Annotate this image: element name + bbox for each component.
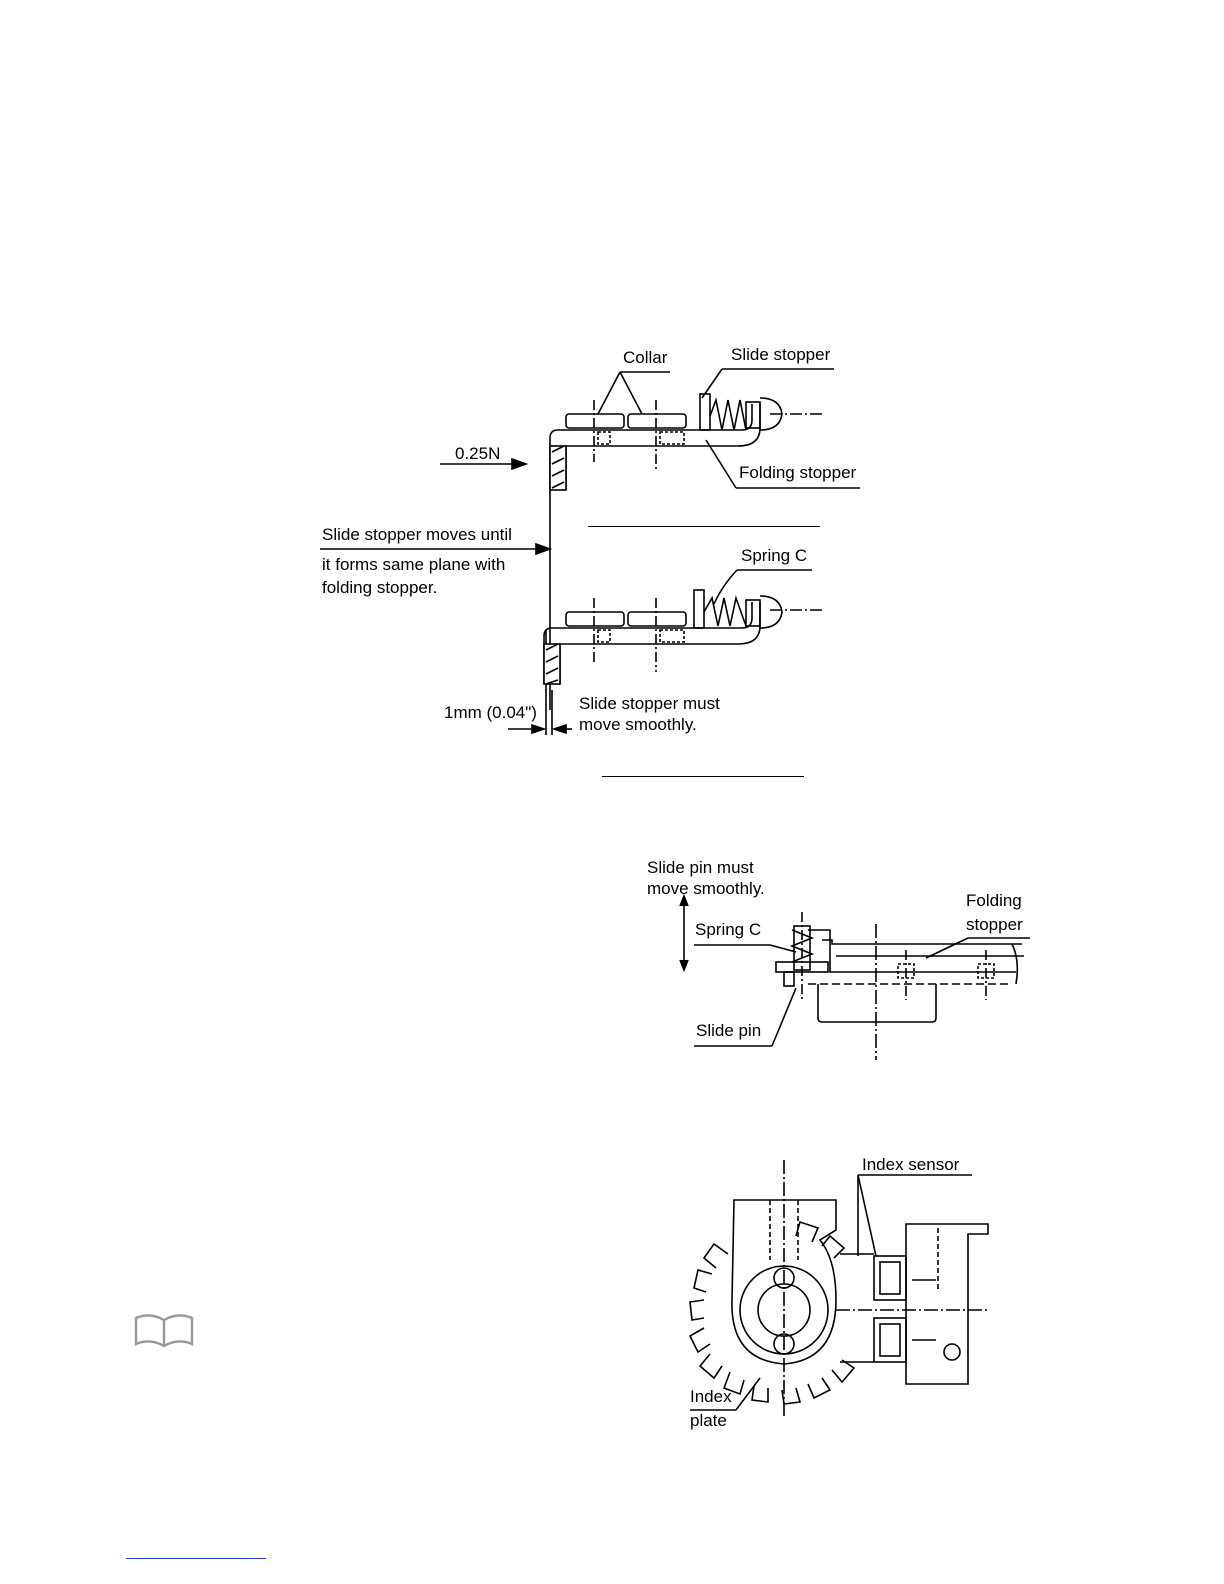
index-plate-label-line1: Index [690, 1386, 732, 1408]
gap-dimension-label: 1mm (0.04") [444, 702, 537, 724]
separator-rule [602, 776, 804, 777]
slide-note-line2: it forms same plane with [322, 554, 505, 576]
collar-label: Collar [623, 347, 667, 369]
index-plate-diagram [690, 1160, 990, 1416]
smooth-note-line2: move smoothly. [579, 714, 697, 736]
slide-stopper-label: Slide stopper [731, 344, 830, 366]
slide-note-line3: folding stopper. [322, 577, 437, 599]
spring-c-label: Spring C [741, 545, 807, 567]
footer-rule [126, 1558, 266, 1559]
separator-rule [588, 526, 820, 527]
spring-c-label: Spring C [695, 919, 761, 941]
index-plate-label-line2: plate [690, 1410, 727, 1432]
slide-pin-note-line2: move smoothly. [647, 878, 765, 900]
folding-stopper-label: Folding stopper [739, 462, 856, 484]
force-label: 0.25N [455, 443, 500, 465]
slide-pin-label: Slide pin [696, 1020, 761, 1042]
smooth-note-line1: Slide stopper must [579, 693, 720, 715]
index-sensor-label: Index sensor [862, 1154, 959, 1176]
folding-stopper-label-line1: Folding [966, 890, 1022, 912]
slide-pin-note-line1: Slide pin must [647, 857, 754, 879]
slide-note-line1: Slide stopper moves until [322, 524, 512, 546]
folding-stopper-label-line2: stopper [966, 914, 1023, 936]
open-book-icon [136, 1315, 192, 1346]
